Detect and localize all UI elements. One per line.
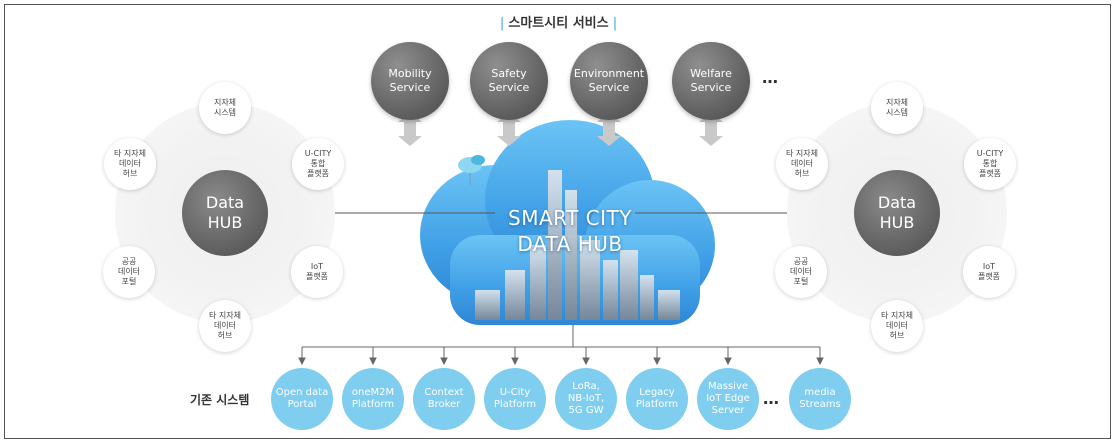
system-lora-nbiot-5g-gw: LoRa, NB-IoT, 5G GW (555, 368, 617, 430)
left-data-hub: Data HUB (182, 170, 268, 256)
system-open-data-portal: Open data Portal (271, 368, 333, 430)
title-bar-right: | (608, 16, 618, 31)
title-bar-left: | (499, 16, 509, 31)
system-media-streams: media Streams (789, 368, 851, 430)
system-ucity-platform: U-City Platform (484, 368, 546, 430)
system-connector-tree (298, 325, 824, 366)
systems-more-ellipsis: … (763, 389, 780, 408)
right-node-local-system: 지자체 시스템 (871, 82, 923, 134)
left-node-ucity-platform: U-CITY 통합 플랫폼 (292, 138, 344, 190)
service-label: Safety Service (488, 67, 530, 94)
service-environment: Environment Service (570, 42, 648, 120)
service-mobility: Mobility Service (371, 42, 449, 120)
legacy-systems-label: 기존 시스템 (190, 393, 250, 407)
right-node-ucity-platform: U-CITY 통합 플랫폼 (964, 138, 1016, 190)
service-arrows (398, 112, 723, 146)
services-more-ellipsis: … (762, 68, 779, 87)
left-node-other-hub-bottom: 타 지자체 데이터 허브 (199, 300, 251, 352)
right-node-other-hub-bottom: 타 지자체 데이터 허브 (871, 300, 923, 352)
right-node-other-hub-top: 타 지자체 데이터 허브 (776, 138, 828, 190)
system-massive-iot-edge-server: Massive IoT Edge Server (697, 368, 759, 430)
drone-icon (458, 155, 485, 185)
smart-city-data-hub-title: SMART CITY DATA HUB (508, 206, 632, 256)
system-context-broker: Context Broker (413, 368, 475, 430)
right-node-iot-platform: IoT 플랫폼 (963, 246, 1015, 298)
service-label: Environment Service (573, 67, 645, 94)
section-title-text: 스마트시티 서비스 (508, 16, 609, 31)
right-data-hub: Data HUB (854, 170, 940, 256)
system-onem2m-platform: oneM2M Platform (342, 368, 404, 430)
left-node-iot-platform: IoT 플랫폼 (291, 246, 343, 298)
service-label: Welfare Service (690, 67, 732, 94)
service-label: Mobility Service (388, 67, 432, 94)
service-welfare: Welfare Service (672, 42, 750, 120)
section-title: | 스마트시티 서비스 | (0, 12, 1117, 31)
left-node-other-hub-top: 타 지자체 데이터 허브 (104, 138, 156, 190)
left-node-public-data-portal: 공공 데이터 포털 (103, 246, 155, 298)
service-safety: Safety Service (470, 42, 548, 120)
system-legacy-platform: Legacy Platform (626, 368, 688, 430)
left-node-local-system: 지자체 시스템 (199, 82, 251, 134)
city-buildings-image (475, 170, 680, 320)
right-node-public-data-portal: 공공 데이터 포털 (775, 246, 827, 298)
